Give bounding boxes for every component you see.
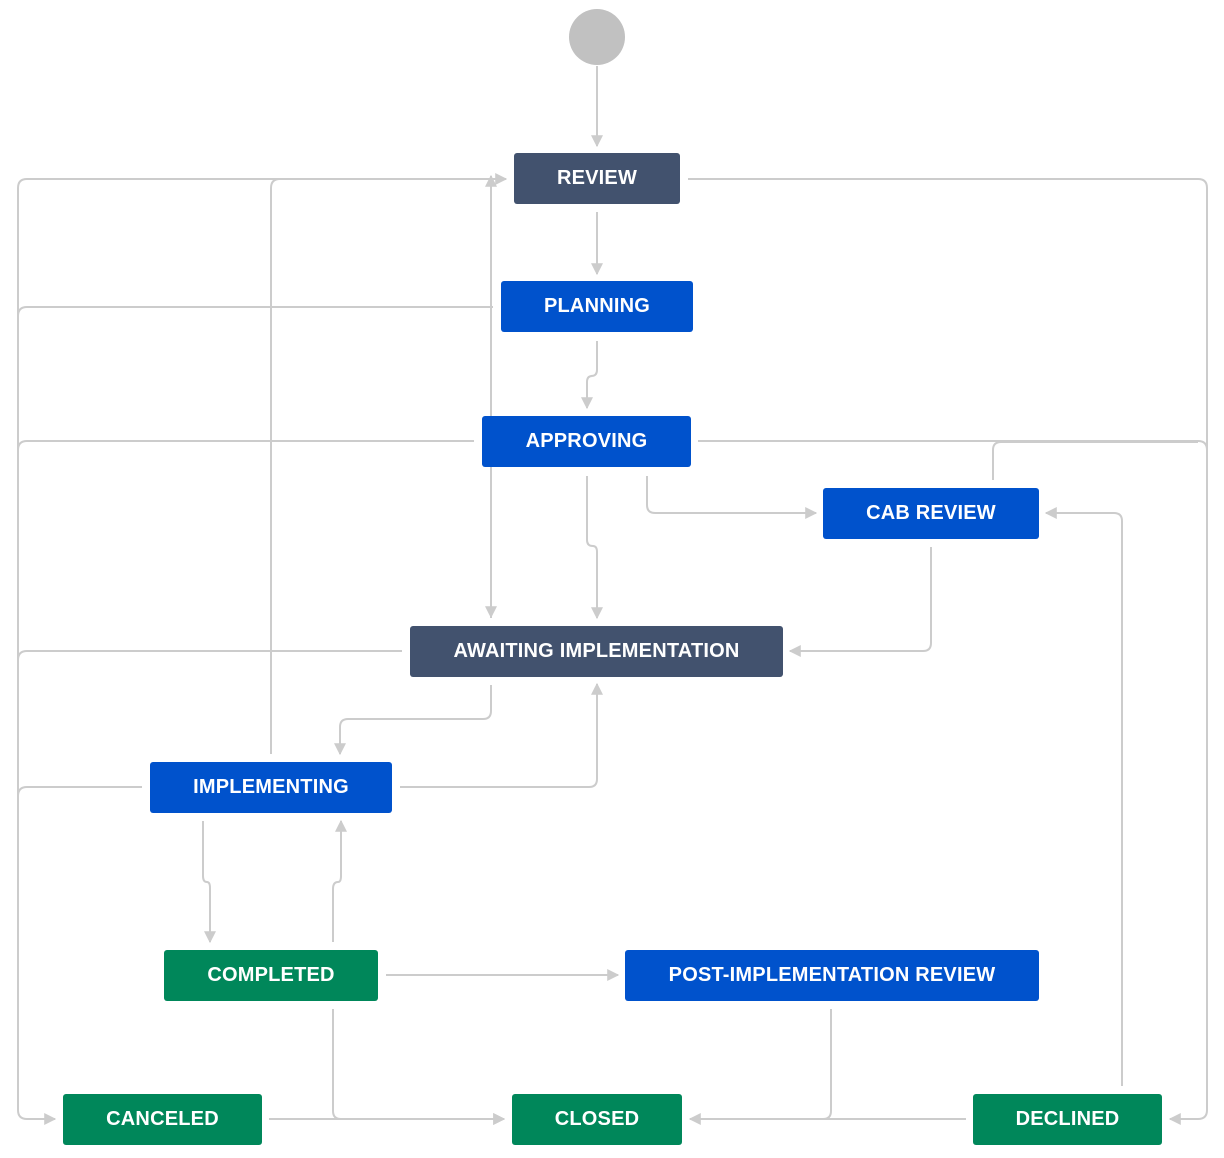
status-completed[interactable]: COMPLETED [164,950,378,1001]
status-planning[interactable]: PLANNING [501,281,693,332]
status-declined[interactable]: DECLINED [973,1094,1162,1145]
transition-planning-canceled [17,306,493,317]
status-review[interactable]: REVIEW [514,153,680,204]
transition-completed-implementing [332,819,347,942]
status-post-implementation-review[interactable]: POST-IMPLEMENTATION REVIEW [625,950,1039,1001]
transition-awaiting-implementing [334,685,492,756]
status-awaiting-implementation[interactable]: AWAITING IMPLEMENTATION [410,626,783,677]
transition-awaiting-canceled [17,650,402,661]
status-cab-review[interactable]: CAB REVIEW [823,488,1039,539]
start-node [569,9,625,65]
transition-implementing-awaiting [400,682,603,788]
transition-planning-approving [581,341,598,410]
transition-implementing-canceled [17,786,142,797]
transition-completed-closed [332,1009,506,1125]
status-implementing[interactable]: IMPLEMENTING [150,762,392,813]
transition-pir-closed [688,1009,832,1125]
transition-approving-cab-review [646,476,818,519]
transition-to-canceled-left [17,178,506,1125]
transition-approving-canceled [17,440,474,451]
transition-approving-declined [698,440,1208,451]
transition-cab-awaiting [788,547,932,657]
transition-implementing-completed [202,821,216,944]
status-closed[interactable]: CLOSED [512,1094,682,1145]
status-canceled[interactable]: CANCELED [63,1094,262,1145]
status-approving[interactable]: APPROVING [482,416,691,467]
transition-review-declined [688,178,1208,1125]
transition-cab-review-declined [992,441,1198,480]
transition-declined-cab-review [1044,507,1123,1086]
transition-approving-awaiting [586,476,603,620]
